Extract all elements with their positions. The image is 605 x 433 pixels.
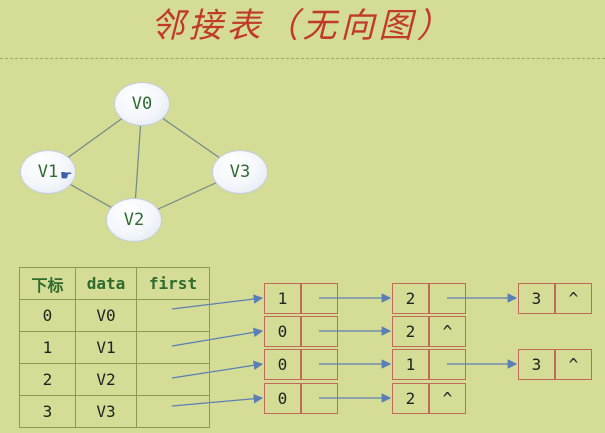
row-index: 1 <box>19 331 76 364</box>
list-node-next <box>429 349 466 380</box>
table-row: 2 V2 <box>19 363 210 396</box>
list-node-next <box>301 349 338 380</box>
hand-cursor-icon: ☛ <box>60 168 73 184</box>
list-node-next: ^ <box>429 383 466 414</box>
page-title: 邻接表（无向图） <box>150 6 455 46</box>
graph-node-v3: V3 <box>212 150 268 194</box>
list-node-adjvex: 2 <box>392 283 429 314</box>
list-node-adjvex: 0 <box>264 349 301 380</box>
row-index: 2 <box>19 363 76 396</box>
table-row: 0 V0 <box>19 299 210 332</box>
row-data: V0 <box>75 299 137 332</box>
graph-node-v0: V0 <box>114 82 170 126</box>
list-node-next: ^ <box>555 283 592 314</box>
row-index: 0 <box>19 299 76 332</box>
row-index: 3 <box>19 395 76 428</box>
list-node-adjvex: 0 <box>264 316 301 347</box>
row-first <box>136 331 210 364</box>
vertex-table: 下标 data first 0 V0 1 V1 2 V2 3 V3 <box>19 267 210 428</box>
list-node-adjvex: 2 <box>392 316 429 347</box>
list-node-adjvex: 3 <box>518 349 555 380</box>
list-node-next <box>301 383 338 414</box>
list-node-adjvex: 1 <box>264 283 301 314</box>
list-node-next: ^ <box>429 316 466 347</box>
list-node-adjvex: 0 <box>264 383 301 414</box>
table-row: 3 V3 <box>19 395 210 428</box>
row-first <box>136 363 210 396</box>
title-divider <box>0 58 605 59</box>
row-data: V2 <box>75 363 137 396</box>
row-data: V3 <box>75 395 137 428</box>
row-first <box>136 395 210 428</box>
list-node-next <box>429 283 466 314</box>
graph-node-v2: V2 <box>106 198 162 242</box>
list-node-next <box>301 283 338 314</box>
header-index: 下标 <box>19 267 76 300</box>
graph-node-v1: V1 <box>20 150 76 194</box>
row-data: V1 <box>75 331 137 364</box>
table-row: 1 V1 <box>19 331 210 364</box>
header-first: first <box>136 267 210 300</box>
table-header-row: 下标 data first <box>19 267 210 300</box>
row-first <box>136 299 210 332</box>
list-node-adjvex: 1 <box>392 349 429 380</box>
list-node-adjvex: 2 <box>392 383 429 414</box>
list-node-next: ^ <box>555 349 592 380</box>
list-node-adjvex: 3 <box>518 283 555 314</box>
header-data: data <box>75 267 137 300</box>
list-node-next <box>301 316 338 347</box>
